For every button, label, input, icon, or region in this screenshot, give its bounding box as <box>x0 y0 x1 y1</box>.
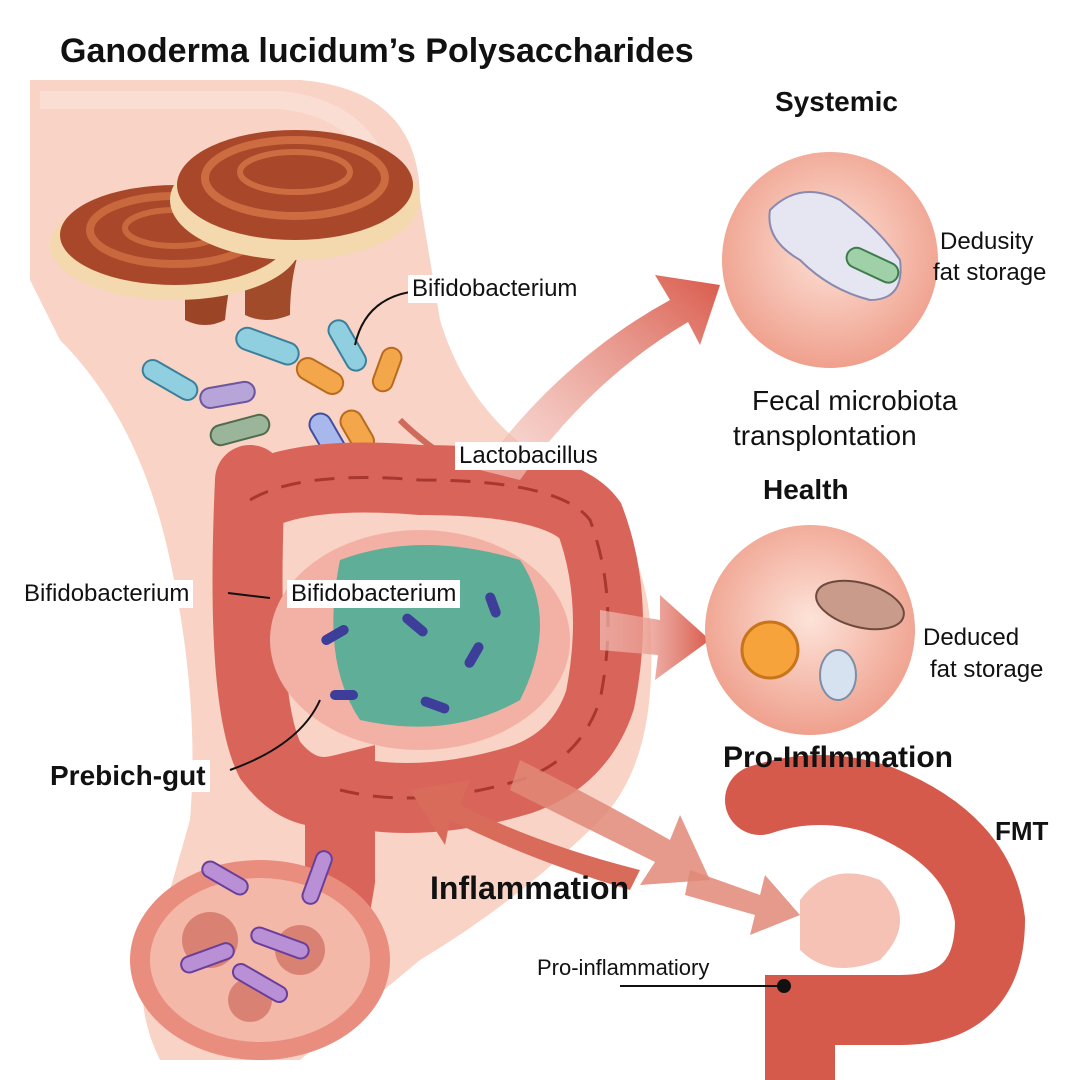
pointer-prebich <box>229 699 321 771</box>
label-prebich-gut: Prebich-gut <box>46 760 210 793</box>
label-lactobacillus: Lactobacillus <box>455 442 602 470</box>
label-deduced: Deduced <box>923 624 1020 651</box>
arrow-icon <box>410 275 800 935</box>
label-pro-inflammatiory: Pro-inflammatiory <box>537 955 710 980</box>
label-bifidobacterium-center: Bifidobacterium <box>287 580 461 608</box>
label-health: Health <box>763 474 849 505</box>
label-inflammation: Inflammation <box>430 870 630 906</box>
pointer-bifido-left <box>227 592 271 599</box>
fmt-intestine <box>725 755 1026 1080</box>
systemic-circle <box>722 152 938 368</box>
label-pro-inflmmation: Pro-Inflmmation <box>723 741 953 774</box>
label-transplontation: transplontation <box>733 420 917 451</box>
colon-cross-section <box>130 850 390 1060</box>
label-fmt: FMT <box>995 816 1049 846</box>
label-bifidobacterium-top: Bifidobacterium <box>408 275 582 303</box>
pointer-line-bifido-top <box>354 291 411 346</box>
label-systemic: Systemic <box>775 86 898 117</box>
label-bifidobacterium-left: Bifidobacterium <box>20 580 194 608</box>
page-title: Ganoderma lucidum’s Polysaccharides <box>60 32 694 70</box>
label-dedusity-fat: fat storage <box>933 259 1047 286</box>
label-deduced-fat: fat storage <box>930 656 1044 683</box>
health-circle <box>705 525 915 735</box>
label-fecal: Fecal microbiota <box>752 385 958 416</box>
label-dedusity: Dedusity <box>940 228 1034 255</box>
mushroom-icon <box>50 130 420 325</box>
